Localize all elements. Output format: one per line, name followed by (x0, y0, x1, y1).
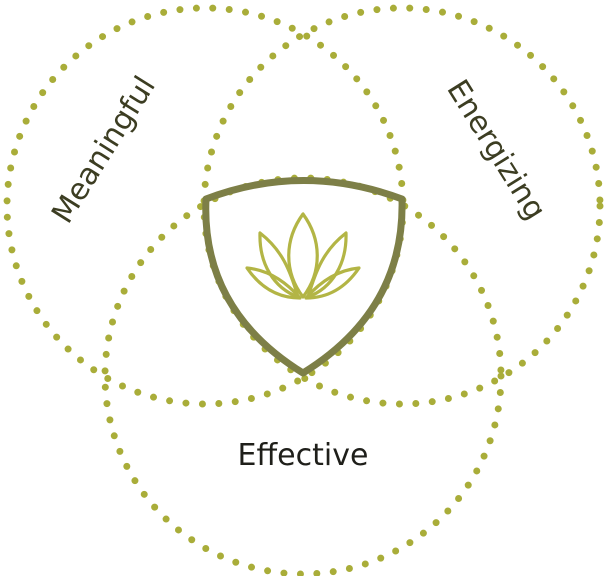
label-effective: Effective (238, 438, 369, 473)
label-meaningful: Meaningful (45, 70, 163, 229)
label-energizing: Energizing (439, 74, 552, 226)
shield-icon (202, 177, 406, 377)
circle-effective (101, 174, 505, 576)
circle-energizing (200, 4, 604, 408)
lotus-icon (245, 212, 361, 300)
